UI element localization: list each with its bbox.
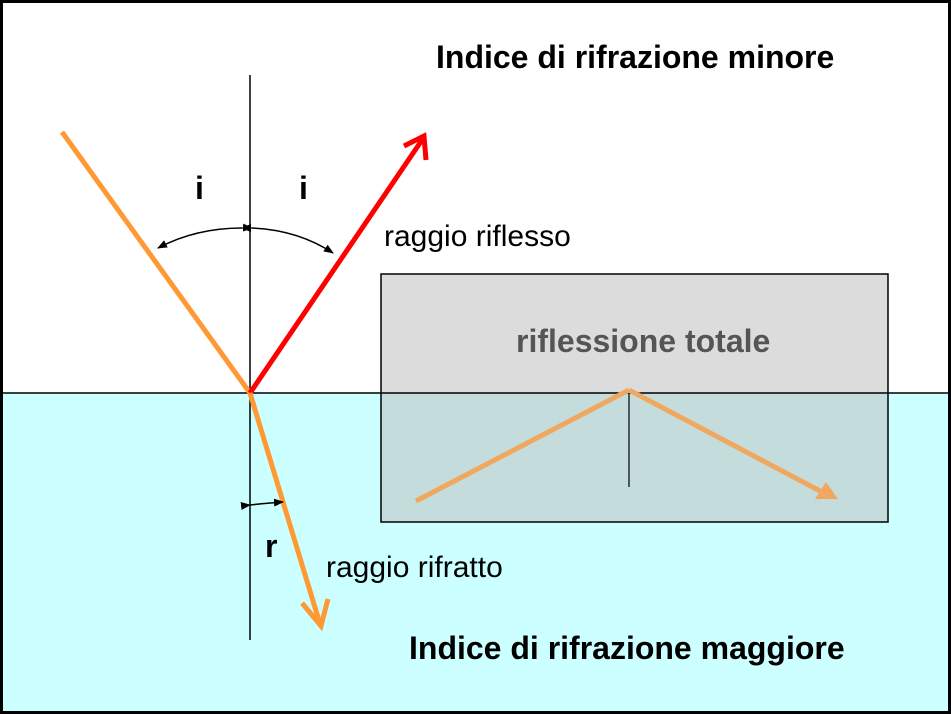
inset-reflected-ray bbox=[627, 387, 824, 495]
refracted-ray-arrowhead bbox=[300, 598, 331, 632]
reflected-ray-arrowhead bbox=[402, 132, 429, 161]
incident-ray bbox=[59, 130, 253, 395]
reflected-ray bbox=[247, 138, 425, 395]
incidence-angle-label-left: i bbox=[195, 170, 204, 206]
incidence-angle-arc-right bbox=[242, 223, 334, 254]
refraction-angle-arc bbox=[240, 498, 284, 510]
incidence-angle-label-right: i bbox=[299, 170, 308, 206]
incidence-angle-arc-left bbox=[157, 223, 252, 249]
refracted-ray-label: raggio rifratto bbox=[326, 551, 503, 584]
upper-medium-label: Indice di rifrazione minore bbox=[436, 39, 835, 75]
refraction-angle-label: r bbox=[265, 528, 278, 564]
refracted-ray bbox=[247, 392, 323, 625]
inset-incident-ray bbox=[414, 387, 631, 504]
total-reflection-title: riflessione totale bbox=[516, 323, 771, 359]
inset-reflected-arrowhead bbox=[815, 482, 838, 499]
lower-medium-label: Indice di rifrazione maggiore bbox=[409, 630, 845, 666]
reflected-ray-label: raggio riflesso bbox=[384, 220, 571, 253]
